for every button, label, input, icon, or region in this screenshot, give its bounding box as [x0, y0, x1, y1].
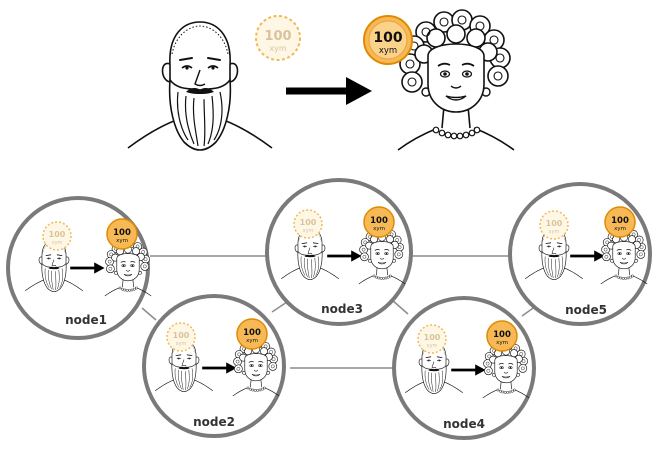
svg-text:xym: xym: [427, 343, 438, 349]
sender-illustration: [127, 21, 273, 151]
node5-confirmed-coin-icon: 100 xym: [604, 206, 636, 238]
svg-text:xym: xym: [52, 240, 63, 246]
svg-text:100: 100: [493, 330, 511, 340]
network-node-5: 100 xym 100 xym node5: [508, 182, 652, 326]
network-node-3: 100 xym 100 xym node3: [265, 178, 413, 326]
confirmed-coin-icon: 100 xym: [363, 15, 413, 65]
svg-text:xym: xym: [549, 229, 560, 235]
svg-text:xym: xym: [496, 340, 508, 346]
confirmed-coin-amount: 100: [373, 30, 402, 46]
pending-coin-amount: 100: [264, 29, 291, 44]
svg-text:xym: xym: [116, 238, 128, 244]
pending-coin-unit: xym: [269, 44, 286, 53]
pending-coin-icon: 100 xym: [255, 15, 301, 61]
svg-text:100: 100: [546, 219, 563, 228]
node3-pending-coin-icon: 100 xym: [293, 209, 323, 239]
confirmed-coin-unit: xym: [379, 46, 397, 56]
arrow-right-icon: [286, 77, 372, 105]
svg-text:xym: xym: [246, 338, 258, 344]
svg-text:xym: xym: [176, 341, 187, 347]
svg-text:xym: xym: [373, 226, 385, 232]
link-node3-node4: [391, 299, 409, 315]
node4-pending-coin-icon: 100 xym: [417, 324, 447, 354]
svg-text:100: 100: [424, 333, 441, 342]
node3-confirmed-coin-icon: 100 xym: [363, 206, 395, 238]
node2-pending-coin-icon: 100 xym: [166, 322, 196, 352]
svg-text:100: 100: [173, 331, 190, 340]
node5-pending-coin-icon: 100 xym: [539, 210, 569, 240]
svg-text:100: 100: [370, 216, 388, 226]
hero-transfer-scene: 100 xym 100 xym: [127, 9, 515, 151]
svg-text:xym: xym: [303, 228, 314, 234]
svg-text:100: 100: [300, 218, 317, 227]
network-node-4: 100 xym 100 xym node4: [392, 296, 536, 440]
svg-text:100: 100: [243, 328, 261, 338]
svg-text:xym: xym: [614, 226, 626, 232]
node1-confirmed-coin-icon: 100 xym: [106, 218, 138, 250]
node3-label: node3: [321, 302, 363, 316]
receiver-illustration: [397, 9, 515, 151]
svg-text:100: 100: [49, 230, 66, 239]
node5-label: node5: [565, 303, 607, 317]
node4-label: node4: [443, 417, 485, 431]
network-links: [141, 255, 537, 369]
node1-label: node1: [65, 313, 107, 327]
network-node-1: 100 xym 100 xym node1: [6, 196, 152, 340]
node2-label: node2: [193, 415, 235, 429]
svg-text:100: 100: [611, 216, 629, 226]
link-node1-node2: [141, 307, 157, 321]
node1-pending-coin-icon: 100 xym: [42, 221, 72, 251]
network-node-2: 100 xym 100 xym node2: [142, 294, 286, 438]
node4-confirmed-coin-icon: 100 xym: [486, 320, 518, 352]
node2-confirmed-coin-icon: 100 xym: [236, 318, 268, 350]
svg-text:100: 100: [113, 228, 131, 238]
